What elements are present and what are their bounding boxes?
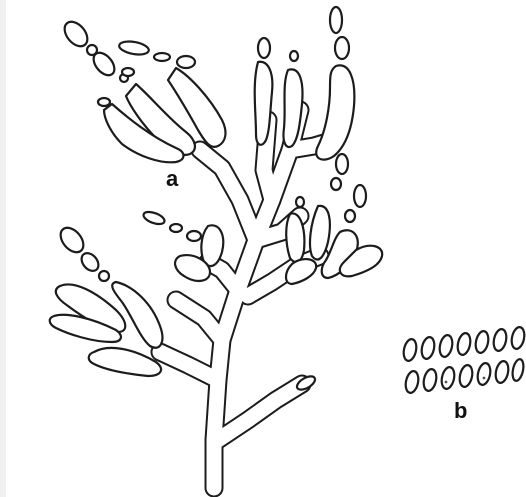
spore-dot bbox=[483, 377, 486, 380]
structure-b: b bbox=[402, 326, 526, 423]
label-a: a bbox=[166, 166, 179, 191]
spore-dot bbox=[445, 381, 448, 384]
structure-a: a bbox=[50, 7, 382, 488]
spore-row-2 bbox=[404, 358, 525, 394]
page-edge-shade bbox=[0, 0, 6, 497]
label-b: b bbox=[454, 398, 467, 423]
spore-row-1 bbox=[402, 326, 526, 362]
lower-left-cluster bbox=[50, 223, 163, 376]
middle-right-cluster bbox=[286, 154, 382, 284]
